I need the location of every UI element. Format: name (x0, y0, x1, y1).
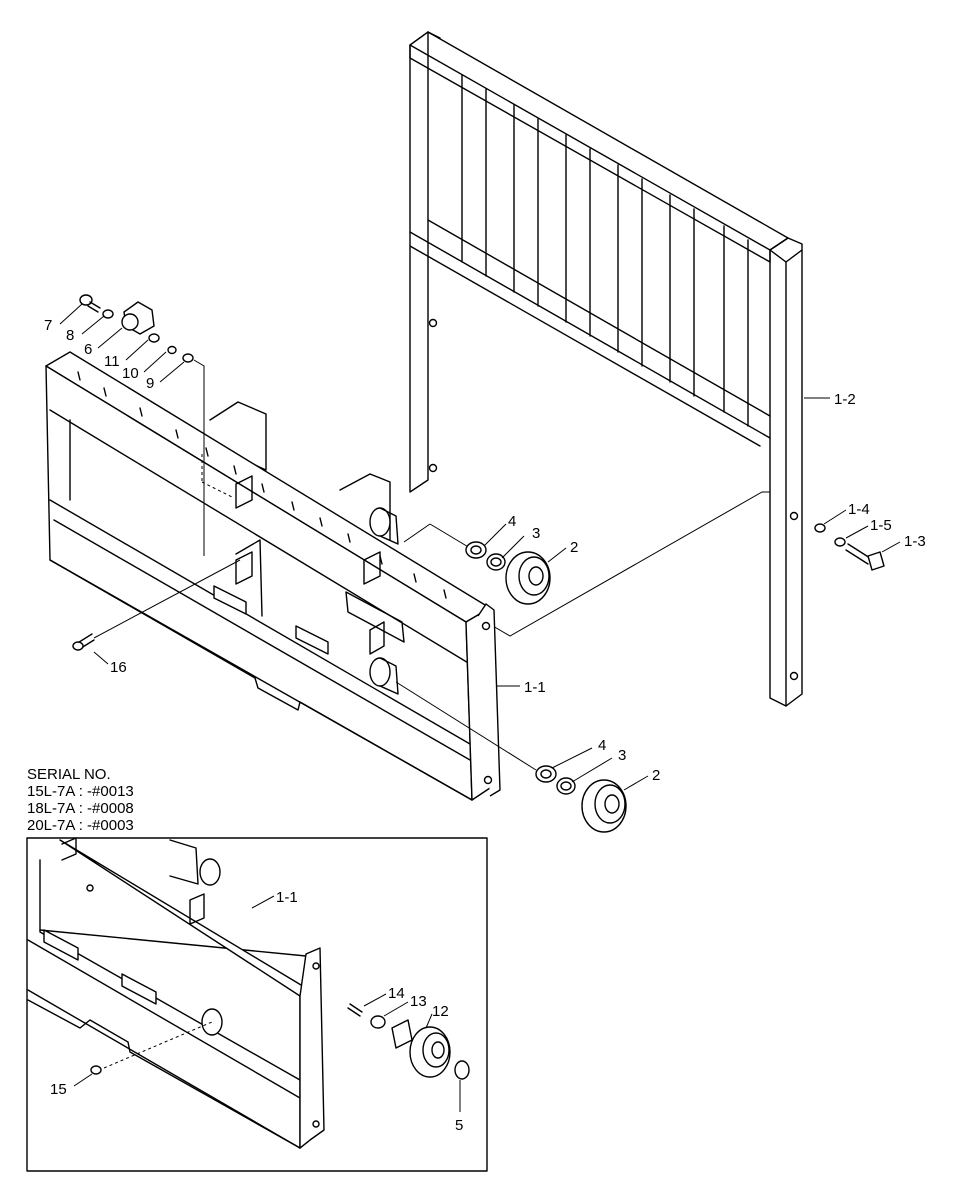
bolt-16 (72, 559, 241, 651)
top-left-parts (79, 294, 205, 556)
callout-11: 11 (104, 353, 120, 370)
callout-1-2: 1-2 (834, 391, 856, 408)
serial-line-20l: 20L-7A : -#0003 (27, 817, 134, 834)
serial-number-note: SERIAL NO. 15L-7A : -#0013 18L-7A : -#00… (27, 766, 134, 834)
backrest-bolt-set (814, 523, 885, 571)
callout-16: 16 (110, 659, 127, 676)
callout-1-3: 1-3 (904, 533, 926, 550)
lower-roller-set (395, 681, 627, 833)
callout-1-1-inset: 1-1 (276, 889, 298, 906)
upper-roller-set (465, 541, 551, 605)
callout-3-lower: 3 (618, 747, 626, 764)
callout-labels: 7 8 6 11 10 9 1-2 4 3 2 1-4 1-5 1-3 16 1… (44, 317, 926, 1134)
callout-1-1-main: 1-1 (524, 679, 546, 696)
callout-1-5: 1-5 (870, 517, 892, 534)
callout-15: 15 (50, 1081, 67, 1098)
callout-2-upper: 2 (570, 539, 578, 556)
callout-14: 14 (388, 985, 405, 1002)
callout-1-4: 1-4 (848, 501, 870, 518)
callout-leaders (59, 303, 901, 1112)
callout-9: 9 (146, 375, 154, 392)
callout-5: 5 (455, 1117, 463, 1134)
callout-6: 6 (84, 341, 92, 358)
callout-3-upper: 3 (532, 525, 540, 542)
callout-13: 13 (410, 993, 427, 1010)
inset-detail (26, 837, 488, 1172)
callout-4-upper: 4 (508, 513, 516, 530)
serial-line-15l: 15L-7A : -#0013 (27, 783, 134, 800)
callout-4-lower: 4 (598, 737, 606, 754)
carriage (45, 351, 501, 801)
callout-10: 10 (122, 365, 139, 382)
callout-2-lower: 2 (652, 767, 660, 784)
serial-heading: SERIAL NO. (27, 766, 111, 783)
callout-7: 7 (44, 317, 52, 334)
serial-line-18l: 18L-7A : -#0008 (27, 800, 134, 817)
callout-12: 12 (432, 1003, 449, 1020)
load-backrest (409, 31, 803, 707)
callout-8: 8 (66, 327, 74, 344)
